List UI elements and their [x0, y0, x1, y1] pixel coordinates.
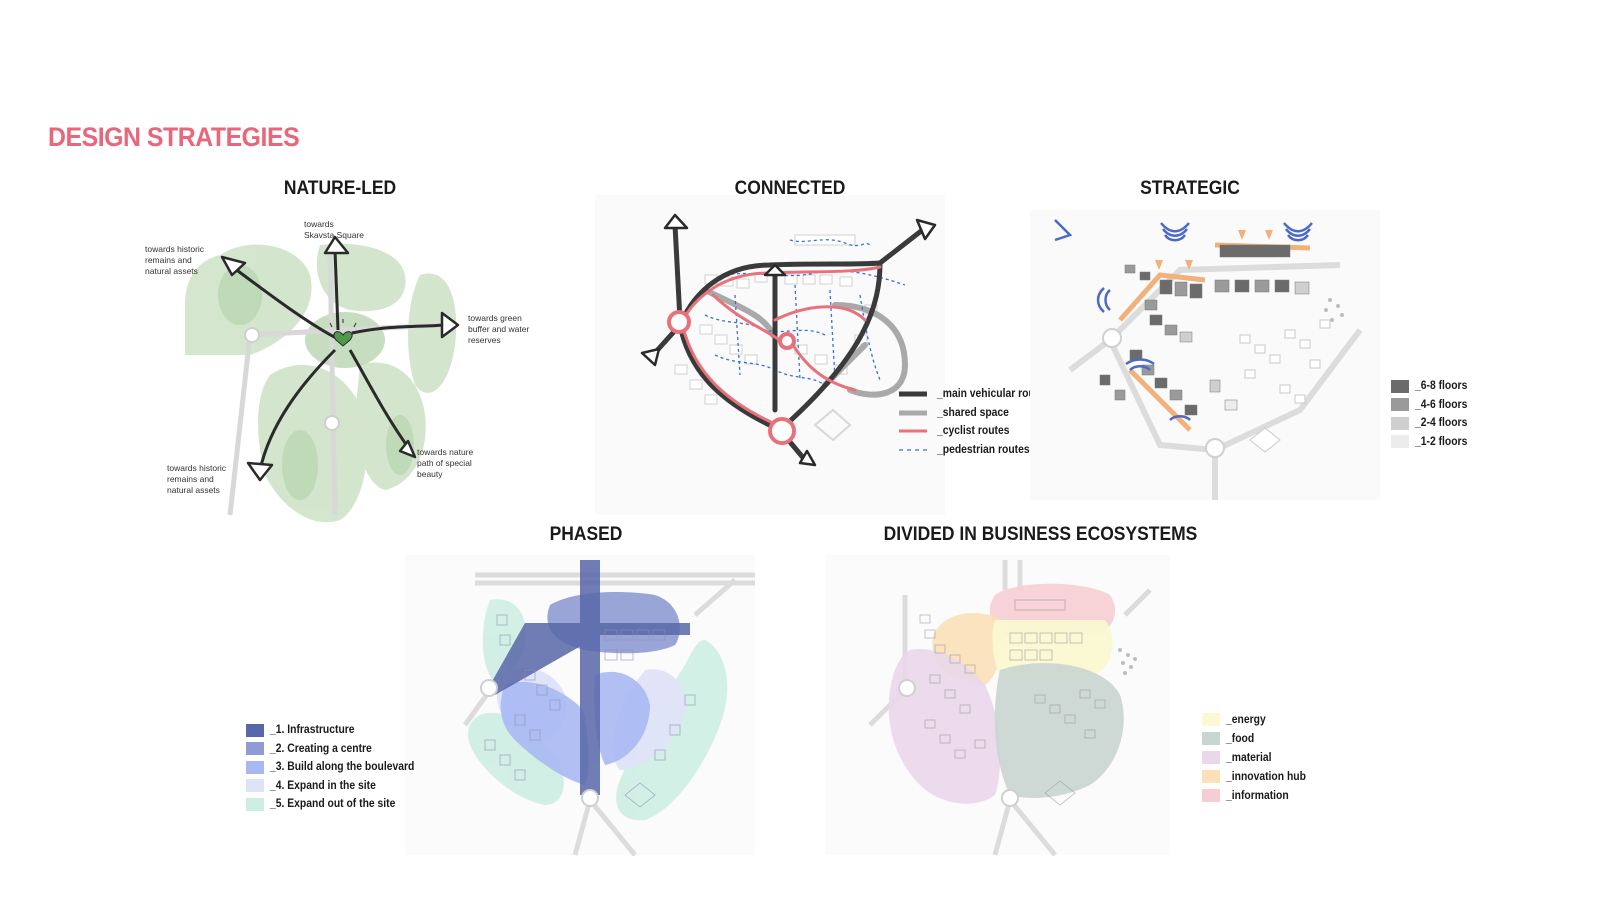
- legend-swatch: [1202, 732, 1220, 745]
- legend-item: _innovation hub: [1202, 767, 1315, 786]
- legend-item: _4-6 floors: [1391, 396, 1473, 415]
- phased-map: [405, 555, 755, 857]
- legend-item: _2-4 floors: [1391, 414, 1473, 433]
- legend-label: _6-8 floors: [1415, 380, 1468, 393]
- annotation-right: towards green buffer and water reserves: [468, 313, 530, 345]
- ecosystems-map: [825, 555, 1170, 857]
- legend-label: _4-6 floors: [1415, 398, 1468, 411]
- heart-icon: [333, 331, 353, 347]
- legend-label: _3. Build along the boulevard: [270, 761, 415, 774]
- legend-swatch: [246, 797, 264, 811]
- legend-label: _food: [1226, 732, 1255, 745]
- strategic-title: STRATEGIC: [1140, 178, 1240, 199]
- nature-led-map: [185, 235, 460, 523]
- connected-legend: _main vehicular routes _shared space _cy…: [899, 385, 1062, 459]
- strategic-map: [1030, 210, 1380, 500]
- legend-item: _3. Build along the boulevard: [246, 758, 430, 777]
- annotation-top-left: towards historic remains and natural ass…: [145, 244, 205, 276]
- legend-item: _information: [1202, 786, 1315, 805]
- legend-item: _5. Expand out of the site: [246, 795, 430, 814]
- legend-label: _5. Expand out of the site: [270, 798, 396, 811]
- legend-label: _cyclist routes: [937, 425, 1010, 438]
- legend-line-cyclist: [899, 429, 927, 433]
- legend-label: _1. Infrastructure: [270, 724, 355, 737]
- annotation-top: towards Skavsta Square: [304, 219, 365, 240]
- legend-item: _1. Infrastructure: [246, 721, 430, 740]
- legend-label: _2. Creating a centre: [270, 742, 372, 755]
- legend-swatch: [1202, 713, 1220, 726]
- legend-label: _4. Expand in the site: [270, 779, 376, 792]
- legend-swatch: [246, 760, 264, 774]
- legend-swatch: [1202, 770, 1220, 783]
- legend-item: _material: [1202, 748, 1315, 767]
- connected-title: CONNECTED: [734, 178, 846, 199]
- legend-item: _1-2 floors: [1391, 433, 1473, 452]
- legend-swatch: [1391, 398, 1409, 412]
- legend-swatch: [1391, 379, 1409, 393]
- legend-label: _pedestrian routes: [937, 443, 1030, 456]
- legend-item: _food: [1202, 729, 1315, 748]
- legend-item: _pedestrian routes: [899, 441, 1062, 460]
- legend-label: _1-2 floors: [1415, 435, 1468, 448]
- legend-line-pedestrian: [899, 449, 927, 451]
- phased-title: PHASED: [549, 524, 623, 545]
- legend-label: _innovation hub: [1226, 770, 1306, 783]
- legend-item: _4. Expand in the site: [246, 777, 430, 796]
- legend-line-shared: [899, 410, 927, 416]
- legend-label: _2-4 floors: [1415, 417, 1468, 430]
- legend-swatch: [1391, 416, 1409, 430]
- legend-item: _main vehicular routes: [899, 385, 1062, 404]
- ecosystems-legend: _energy _food _material _innovation hub …: [1202, 710, 1315, 805]
- legend-line-main: [899, 391, 927, 397]
- legend-label: _material: [1226, 751, 1272, 764]
- legend-label: _information: [1226, 789, 1289, 802]
- legend-swatch: [246, 742, 264, 756]
- legend-swatch: [246, 723, 264, 737]
- legend-item: _6-8 floors: [1391, 377, 1473, 396]
- nature-led-title: NATURE-LED: [283, 178, 397, 199]
- page-title: DESIGN STRATEGIES: [48, 122, 300, 152]
- legend-swatch: [1391, 435, 1409, 449]
- connected-map: [595, 195, 945, 515]
- legend-swatch: [246, 779, 264, 793]
- legend-item: _cyclist routes: [899, 422, 1062, 441]
- legend-swatch: [1202, 751, 1220, 764]
- phased-legend: _1. Infrastructure _2. Creating a centre…: [246, 721, 430, 814]
- legend-item: _energy: [1202, 710, 1315, 729]
- legend-swatch: [1202, 789, 1220, 802]
- legend-item: _shared space: [899, 404, 1062, 423]
- legend-label: _main vehicular routes: [937, 388, 1050, 401]
- legend-item: _2. Creating a centre: [246, 740, 430, 759]
- ecosystems-title: DIVIDED IN BUSINESS ECOSYSTEMS: [883, 524, 1198, 545]
- annotation-bottom-right: towards nature path of special beauty: [417, 447, 474, 479]
- annotation-bottom-left: towards historic remains and natural ass…: [167, 463, 227, 495]
- legend-label: _energy: [1226, 713, 1266, 726]
- strategic-legend: _6-8 floors _4-6 floors _2-4 floors _1-2…: [1391, 377, 1473, 451]
- legend-label: _shared space: [937, 406, 1009, 419]
